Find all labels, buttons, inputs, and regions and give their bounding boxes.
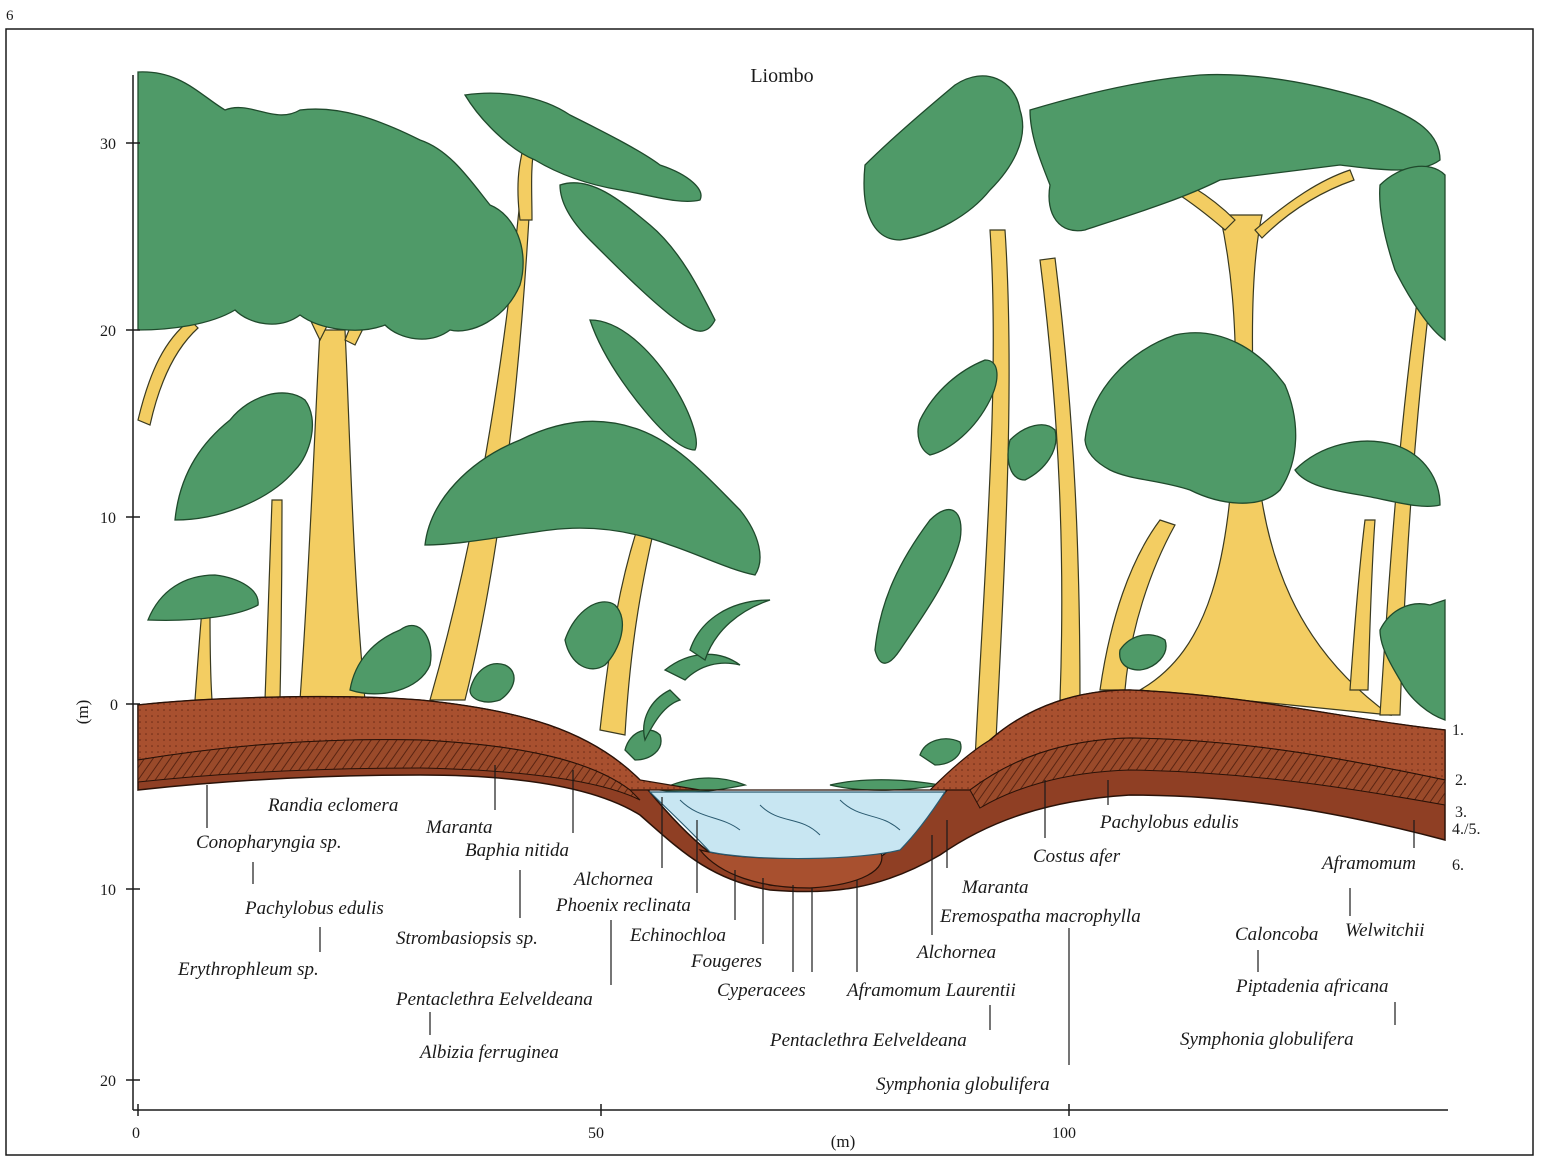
page-number: 6 <box>6 8 14 24</box>
species-label: Welwitchii <box>1345 920 1425 941</box>
x-tick-label: 50 <box>588 1125 604 1142</box>
species-label: Pachylobus edulis <box>244 898 384 919</box>
species-label: Piptadenia africana <box>1235 976 1389 997</box>
species-label: Aframomum <box>1320 853 1416 874</box>
layer-label: 6. <box>1452 857 1464 874</box>
y-tick-label: 20 <box>100 1073 116 1090</box>
species-label: Pachylobus edulis <box>1099 812 1239 833</box>
species-label: Symphonia globulifera <box>876 1074 1050 1095</box>
species-label: Alchornea <box>915 942 996 963</box>
diagram-title: Liombo <box>750 65 813 87</box>
species-label: Strombasiopsis sp. <box>396 928 538 949</box>
layer-label: 2. <box>1455 772 1467 789</box>
species-label: Echinochloa <box>629 925 726 946</box>
y-tick-label: 30 <box>100 136 116 153</box>
species-label: Albizia ferruginea <box>418 1042 559 1063</box>
layer-label: 1. <box>1452 722 1464 739</box>
y-axis-label: (m) <box>73 700 92 725</box>
species-label: Aframomum Laurentii <box>845 980 1016 1001</box>
species-label: Costus afer <box>1033 846 1121 867</box>
species-label: Conopharyngia sp. <box>196 832 342 853</box>
species-label: Symphonia globulifera <box>1180 1029 1354 1050</box>
y-tick-label: 10 <box>100 510 116 527</box>
species-label: Phoenix reclinata <box>555 895 691 916</box>
soil-profile <box>138 690 1445 892</box>
species-label: Cyperacees <box>717 980 806 1001</box>
species-label: Eremospatha macrophylla <box>939 906 1141 927</box>
x-tick-label: 100 <box>1052 1125 1076 1142</box>
species-label: Caloncoba <box>1235 924 1318 945</box>
species-label: Pentaclethra Eelveldeana <box>769 1030 967 1051</box>
x-axis-label: (m) <box>831 1132 856 1151</box>
species-label: Randia eclomera <box>267 795 398 816</box>
layer-label: 4./5. <box>1452 821 1480 838</box>
species-label: Pentaclethra Eelveldeana <box>395 989 593 1010</box>
y-tick-label: 20 <box>100 323 116 340</box>
species-label: Erythrophleum sp. <box>177 959 319 980</box>
y-tick-label: 10 <box>100 882 116 899</box>
x-tick-label: 0 <box>132 1125 140 1142</box>
y-tick-label: 0 <box>110 697 118 714</box>
species-label: Alchornea <box>572 869 653 890</box>
species-label: Baphia nitida <box>465 840 569 861</box>
species-label: Maranta <box>425 817 493 838</box>
layer-label: 3. <box>1455 804 1467 821</box>
species-label: Maranta <box>961 877 1029 898</box>
species-label: Fougeres <box>690 951 762 972</box>
